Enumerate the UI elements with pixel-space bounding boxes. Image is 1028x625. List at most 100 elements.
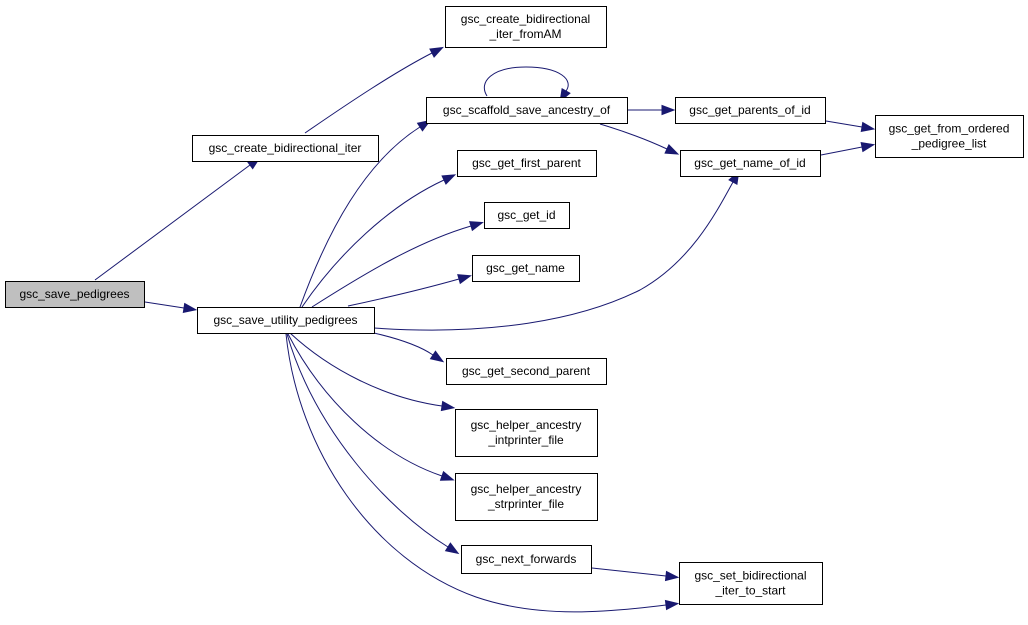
edge-save_utility_pedigrees-to-next_forwards <box>286 333 460 555</box>
edge-line <box>287 333 443 477</box>
node-get_id[interactable]: gsc_get_id <box>484 202 570 229</box>
edge-line <box>591 567 667 577</box>
node-helper_ancestry_intprinter_file[interactable]: gsc_helper_ancestry_intprinter_file <box>455 409 598 457</box>
node-save_utility_pedigrees[interactable]: gsc_save_utility_pedigrees <box>197 307 375 334</box>
node-label-line: _iter_fromAM <box>488 27 561 41</box>
edge-save_utility_pedigrees-to-get_name <box>347 274 472 307</box>
node-label-line: gsc_get_from_ordered <box>889 122 1010 136</box>
node-label-line: gsc_create_bidirectional <box>461 12 590 26</box>
node-get_second_parent[interactable]: gsc_get_second_parent <box>446 358 607 385</box>
edge-line <box>289 332 443 407</box>
node-scaffold_save_ancestry_of[interactable]: gsc_scaffold_save_ancestry_of <box>426 97 628 124</box>
node-label-line: gsc_get_name <box>486 261 565 275</box>
node-box <box>457 150 597 177</box>
edge-arrowhead <box>439 470 455 481</box>
node-box <box>446 358 607 385</box>
edges-layer <box>94 46 876 613</box>
edge-line <box>373 181 734 331</box>
node-box <box>455 409 598 457</box>
edge-line <box>299 126 421 308</box>
node-get_name[interactable]: gsc_get_name <box>472 255 580 282</box>
edge-line <box>94 164 251 281</box>
node-label-line: gsc_get_second_parent <box>462 364 591 378</box>
edge-arrowhead <box>469 221 484 232</box>
edge-save_utility_pedigrees-to-get_id <box>311 221 484 308</box>
node-box <box>197 307 375 334</box>
node-label-line: gsc_get_first_parent <box>472 156 581 170</box>
edge-scaffold_save_ancestry_of-to-get_name_of_id <box>599 123 680 155</box>
edge-scaffold_save_ancestry_of-to-get_parents_of_id <box>628 104 676 116</box>
edge-arrowhead <box>664 144 680 155</box>
edge-line <box>820 146 863 156</box>
edge-create_bidir_iter-to-create_bidir_iter_fromAM <box>304 46 444 134</box>
edge-save_pedigrees-to-save_utility_pedigrees <box>144 301 198 314</box>
node-helper_ancestry_strprinter_file[interactable]: gsc_helper_ancestry_strprinter_file <box>455 473 598 521</box>
node-get_name_of_id[interactable]: gsc_get_name_of_id <box>680 150 821 177</box>
edge-arrowhead <box>860 121 876 133</box>
edge-arrowhead <box>440 400 456 412</box>
node-box <box>192 135 379 162</box>
node-label-line: gsc_set_bidirectional <box>694 569 806 583</box>
node-get_parents_of_id[interactable]: gsc_get_parents_of_id <box>675 97 826 124</box>
edge-save_utility_pedigrees-to-get_name_of_id <box>373 170 740 331</box>
node-label-line: gsc_get_id <box>497 208 555 222</box>
node-label-line: gsc_next_forwards <box>476 552 577 566</box>
node-label-line: gsc_helper_ancestry <box>471 418 582 432</box>
node-label-line: _strprinter_file <box>487 497 564 511</box>
edge-line <box>483 66 569 97</box>
node-set_bidir_iter_to_start[interactable]: gsc_set_bidirectional_iter_to_start <box>679 562 823 605</box>
node-box <box>679 562 823 605</box>
node-label-line: _pedigree_list <box>911 137 987 151</box>
edge-save_utility_pedigrees-to-set_bidir_iter_to_start <box>285 333 680 613</box>
edge-line <box>286 333 449 548</box>
edge-get_parents_of_id-to-get_from_ordered_pedigree_list <box>825 120 876 133</box>
node-label-line: gsc_create_bidirectional_iter <box>209 141 362 155</box>
edge-get_name_of_id-to-get_from_ordered_pedigree_list <box>820 141 876 156</box>
node-box <box>680 150 821 177</box>
edge-arrowhead <box>429 350 445 363</box>
node-label-line: gsc_save_pedigrees <box>19 287 129 301</box>
node-box <box>875 115 1024 158</box>
edge-arrowhead <box>429 46 444 58</box>
edge-line <box>599 123 668 150</box>
edge-arrowhead <box>664 570 680 582</box>
edge-arrowhead <box>441 174 457 185</box>
edge-save_utility_pedigrees-to-helper_ancestry_strprinter_file <box>287 333 455 481</box>
edge-line <box>373 332 434 356</box>
node-create_bidir_iter[interactable]: gsc_create_bidirectional_iter <box>192 135 379 162</box>
node-box <box>484 202 570 229</box>
node-box <box>445 6 607 48</box>
node-label-line: _intprinter_file <box>487 433 564 447</box>
node-label-line: gsc_get_name_of_id <box>694 156 805 170</box>
edge-line <box>301 179 445 308</box>
edge-save_pedigrees-to-create_bidir_iter <box>94 157 261 281</box>
node-get_from_ordered_pedigree_list[interactable]: gsc_get_from_ordered_pedigree_list <box>875 115 1024 158</box>
node-get_first_parent[interactable]: gsc_get_first_parent <box>457 150 597 177</box>
edge-line <box>347 278 460 307</box>
edge-line <box>285 333 667 613</box>
edge-arrowhead <box>444 542 460 555</box>
edge-save_utility_pedigrees-to-get_first_parent <box>301 174 457 308</box>
node-label-line: gsc_save_utility_pedigrees <box>213 313 357 327</box>
node-label-line: gsc_helper_ancestry <box>471 482 582 496</box>
edge-line <box>825 120 863 128</box>
edge-save_utility_pedigrees-to-helper_ancestry_intprinter_file <box>289 332 456 412</box>
node-save_pedigrees[interactable]: gsc_save_pedigrees <box>5 281 145 308</box>
nodes-layer: gsc_save_pedigrees gsc_create_bidirection… <box>5 6 1024 605</box>
edge-save_utility_pedigrees-to-get_second_parent <box>373 332 445 363</box>
node-box <box>472 255 580 282</box>
node-create_bidir_iter_fromAM[interactable]: gsc_create_bidirectional_iter_fromAM <box>445 6 607 48</box>
edge-arrowhead <box>661 104 676 116</box>
edge-arrowhead <box>860 141 876 153</box>
node-next_forwards[interactable]: gsc_next_forwards <box>461 545 592 574</box>
edge-line <box>144 301 185 309</box>
node-label-line: gsc_get_parents_of_id <box>689 103 810 117</box>
node-box <box>426 97 628 124</box>
edge-line <box>304 52 433 134</box>
edge-arrowhead <box>457 274 472 285</box>
edge-scaffold_save_ancestry_of-to-scaffold_save_ancestry_of <box>483 66 571 103</box>
node-box <box>5 281 145 308</box>
node-label-line: _iter_to_start <box>714 584 786 598</box>
node-box <box>675 97 826 124</box>
